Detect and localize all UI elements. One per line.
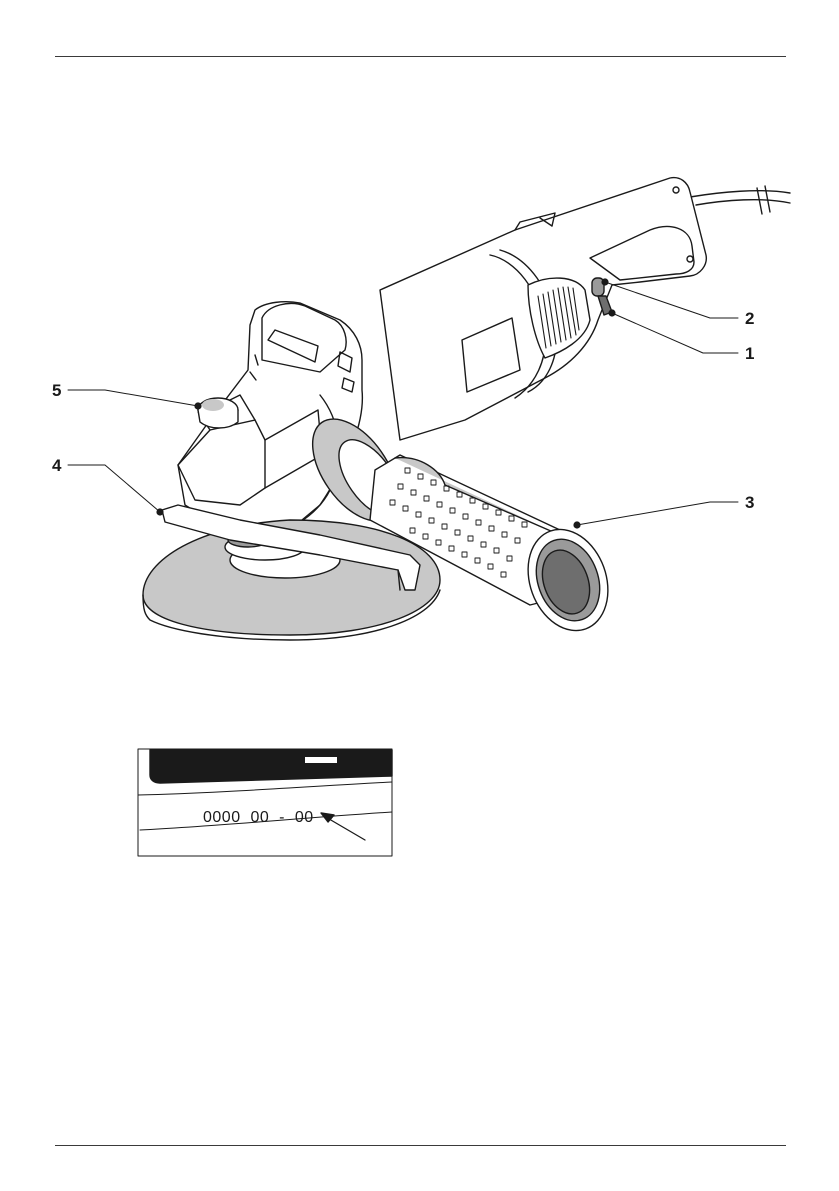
- spindle-lock-button: [198, 398, 238, 428]
- power-cord: [690, 186, 790, 214]
- callout-label-2: 2: [745, 309, 754, 328]
- callout-label-4: 4: [52, 456, 62, 475]
- callout-label-1: 1: [745, 344, 754, 363]
- callout-label-5: 5: [52, 381, 61, 400]
- serial-number-code: 0000 00 - 00: [203, 809, 314, 826]
- serial-plate-inset: [138, 749, 392, 856]
- callout-label-3: 3: [745, 493, 754, 512]
- motor-housing: [380, 178, 706, 440]
